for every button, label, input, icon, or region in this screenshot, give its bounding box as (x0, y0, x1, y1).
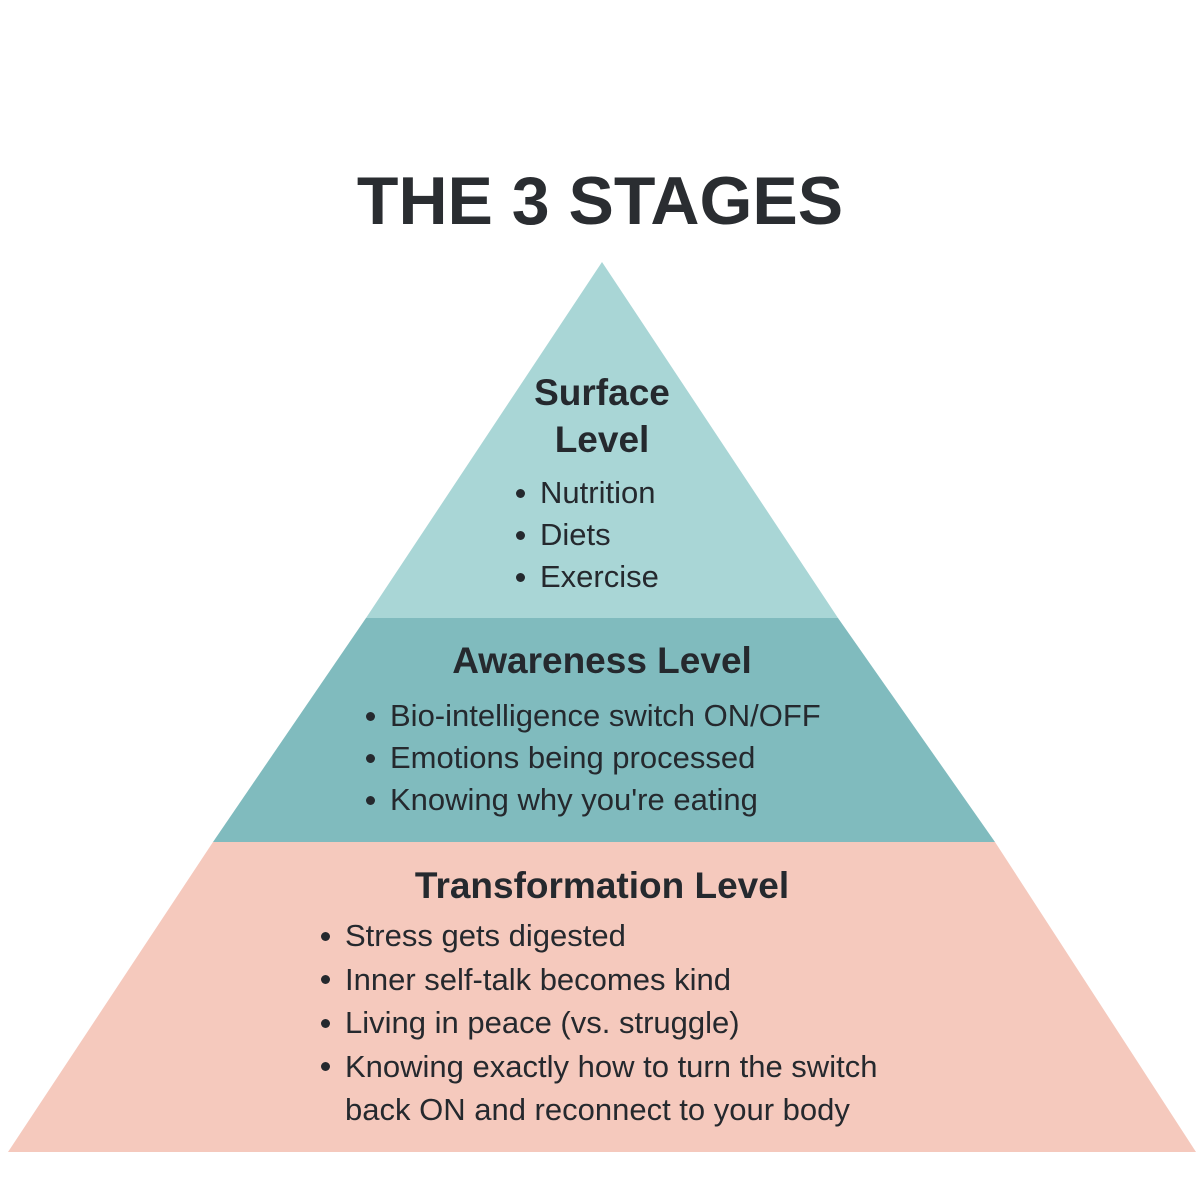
surface-level-title: Surface (534, 372, 670, 413)
list-item: Exercise (516, 556, 659, 598)
transformation-level-title: Transformation Level (414, 865, 790, 906)
awareness-level-band (213, 618, 995, 842)
awareness-level-title: Awareness Level (452, 640, 752, 681)
list-item: Emotions being processed (366, 737, 821, 779)
list-item: Knowing why you're eating (366, 779, 821, 821)
transformation-level-list: Stress gets digested Inner self-talk bec… (321, 914, 877, 1132)
list-item: Bio-intelligence switch ON/OFF (366, 695, 821, 737)
surface-level-band (366, 262, 838, 618)
list-item: Stress gets digested (321, 914, 877, 958)
list-item-continuation: back ON and reconnect to your body (345, 1092, 850, 1127)
list-item: Inner self-talk becomes kind (321, 958, 877, 1002)
page-title: THE 3 STAGES (356, 163, 844, 239)
awareness-level-list: Bio-intelligence switch ON/OFF Emotions … (366, 695, 821, 821)
list-item: Nutrition (516, 472, 659, 514)
transformation-level-band (8, 842, 1196, 1152)
surface-level-list: Nutrition Diets Exercise (516, 472, 659, 598)
surface-level-title-2: Level (554, 419, 650, 460)
list-item: Knowing exactly how to turn the switch (321, 1045, 877, 1089)
list-item: Living in peace (vs. struggle) (321, 1001, 877, 1045)
list-item: Diets (516, 514, 659, 556)
